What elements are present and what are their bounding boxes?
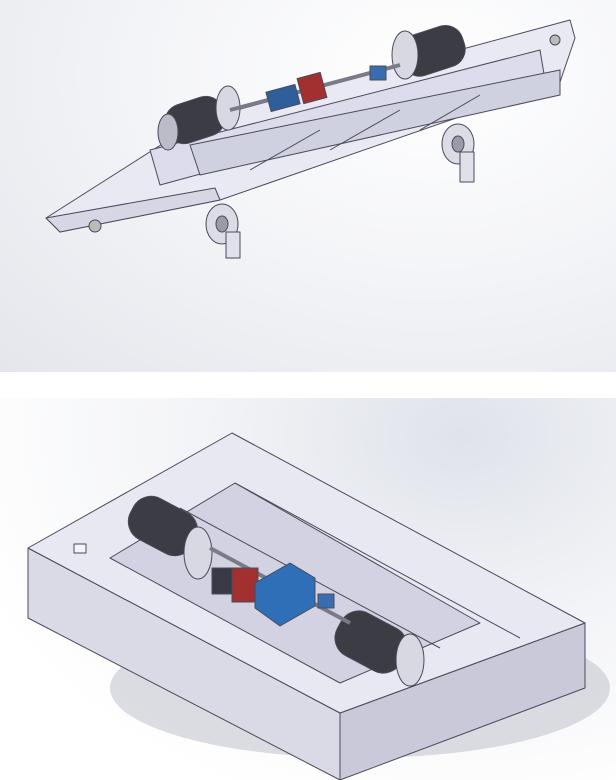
rope-drum-left: [157, 85, 241, 151]
frame-beam: [189, 69, 561, 176]
cad-view-underside: [0, 0, 616, 372]
rope-drum-right: [334, 610, 425, 687]
brake: [231, 567, 259, 603]
frame-side: [45, 187, 221, 233]
cad-view-top: [0, 398, 616, 780]
brake: [296, 71, 328, 105]
travel-wheel: [441, 123, 475, 183]
bolt-hole: [549, 34, 561, 46]
coupling: [369, 65, 387, 81]
motor: [265, 83, 301, 113]
travel-wheel: [205, 203, 241, 259]
rope-drum-left: [127, 495, 213, 580]
coupling: [317, 593, 335, 609]
trolley-underside-render: [45, 19, 576, 259]
cover-plate: [73, 543, 87, 554]
bolt-hole: [88, 219, 102, 233]
trolley-top-render: [27, 432, 610, 780]
gearbox: [254, 562, 316, 627]
